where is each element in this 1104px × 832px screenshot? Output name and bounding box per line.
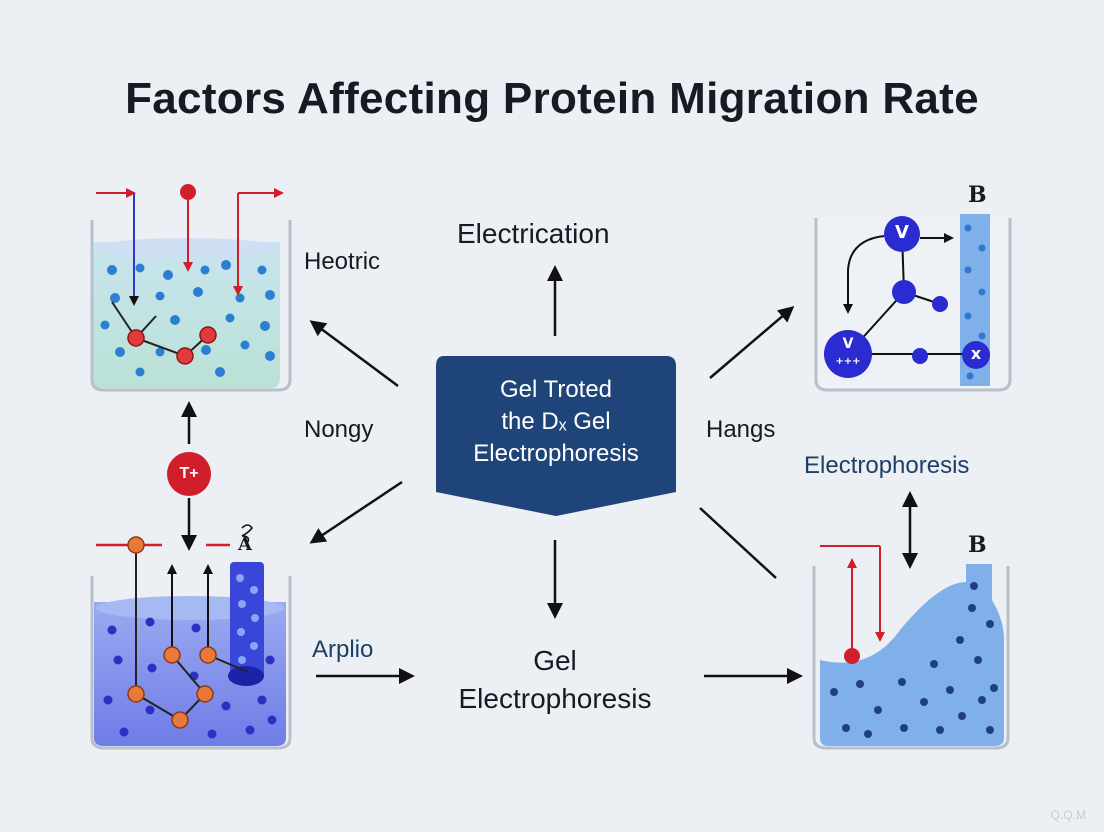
t-plus-label: T+: [179, 465, 199, 482]
label-gel-electrophoresis: Gel Electrophoresis: [405, 642, 705, 718]
label-hangs: Hangs: [706, 416, 776, 443]
gel-line-1: Gel: [533, 645, 577, 676]
center-box: [436, 356, 676, 516]
gel-line-2: Electrophoresis: [458, 683, 652, 714]
label-a: A: [238, 534, 252, 555]
watermark: Q.Q.M: [1050, 808, 1086, 822]
center-line-2: the Dₓ Gel: [501, 408, 611, 435]
network-top-right: [824, 216, 990, 378]
bottom-right-field-arrows: [820, 545, 885, 664]
beaker-bottom-left-molecule: [96, 536, 249, 729]
center-box-label: Gel Troted the Dₓ Gel Electrophoresis: [436, 374, 676, 470]
label-arplio: Arplio: [312, 636, 374, 663]
arrow-to-top-right: [709, 306, 795, 379]
arrow-to-top-left: [309, 320, 399, 388]
node-v2-label: V: [842, 336, 854, 352]
label-b-top: B: [968, 182, 987, 208]
label-b-bottom: B: [968, 532, 987, 558]
beaker-top-left-field-arrows: [96, 184, 284, 306]
page-title: Factors Affecting Protein Migration Rate: [125, 74, 979, 123]
connector-to-bottom-right: [699, 507, 777, 579]
label-heotric: Heotric: [304, 248, 381, 275]
arrow-to-bottom-left: [309, 480, 403, 544]
label-nongy: Nongy: [304, 416, 374, 443]
node-x-label: x: [970, 344, 982, 363]
node-v-label: V: [895, 222, 909, 243]
label-electrication: Electrication: [457, 218, 610, 249]
center-line-1: Gel Troted: [499, 376, 613, 403]
beaker-top-left-particles: [100, 260, 275, 377]
label-electrophoresis-right: Electrophoresis: [804, 452, 970, 479]
beaker-top-left: [90, 220, 292, 392]
gel-tube-bottom-left: [228, 562, 264, 686]
t-plus-badge: [167, 452, 211, 496]
center-line-3: Electrophoresis: [473, 440, 639, 467]
beaker-bottom-right: [812, 564, 1010, 750]
a-glyph-icon: [241, 524, 253, 543]
node-plus-label: +++: [835, 356, 861, 367]
beaker-top-left-molecule: [111, 301, 217, 365]
